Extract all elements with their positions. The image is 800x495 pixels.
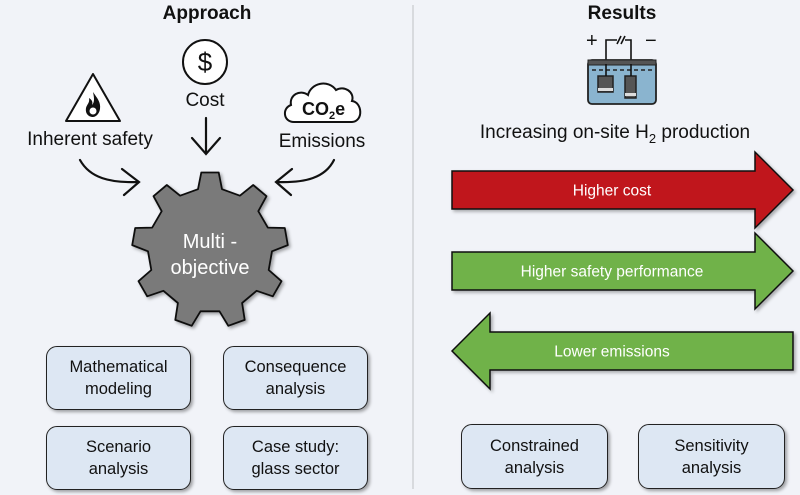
arrow-label: Lower emissions xyxy=(554,344,670,361)
objective-label-inherent-safety: Inherent safety xyxy=(27,129,153,150)
heading-sub: 2 xyxy=(648,130,657,146)
gear-label-line2: objective xyxy=(171,257,250,279)
objective-label-cost: Cost xyxy=(185,90,225,111)
results-title: Results xyxy=(587,3,657,24)
method-line2: glass sector xyxy=(251,460,340,478)
arrow-safety-curve xyxy=(78,158,140,184)
method-line2: analysis xyxy=(265,380,326,398)
plus-sign: + xyxy=(586,30,598,52)
heading-prefix: Increasing on-site H xyxy=(479,122,649,143)
arrows-to-gear xyxy=(78,116,336,197)
electrolyzer-icon: + − xyxy=(586,30,657,105)
flame-warning-triangle-icon xyxy=(65,73,121,122)
arrow-lower-emissions xyxy=(450,311,794,391)
svg-text:$: $ xyxy=(198,47,213,77)
gear-label-line1: Multi - xyxy=(183,231,237,253)
results-heading: Increasing on-site H2 production xyxy=(440,122,790,146)
arrow-emissions-curve xyxy=(275,158,336,184)
analysis-box-sensitivity: Sensitivity analysis xyxy=(638,424,785,489)
analysis-line2: analysis xyxy=(504,458,565,477)
method-line1: Scenario xyxy=(85,438,152,456)
heading-suffix: production xyxy=(656,122,751,143)
analysis-line2: analysis xyxy=(681,458,742,477)
arrow-label: Higher safety performance xyxy=(521,264,704,281)
method-box-scenario-analysis: Scenario analysis xyxy=(46,426,191,490)
method-line1: Consequence xyxy=(244,358,347,376)
arrow-higher-safety-performance xyxy=(451,231,795,311)
dollar-circle-icon: $ xyxy=(182,39,228,85)
analysis-box-constrained: Constrained analysis xyxy=(461,424,608,489)
method-box-mathematical-modeling: Mathematical modeling xyxy=(46,346,191,410)
method-line1: Case study: xyxy=(251,438,340,456)
method-line2: analysis xyxy=(88,460,149,478)
arrow-label: Higher cost xyxy=(573,183,652,200)
approach-title: Approach xyxy=(162,3,252,24)
multi-objective-gear: Multi - objective xyxy=(131,171,289,327)
method-line1: Mathematical xyxy=(69,358,168,376)
co2e-text: CO2e xyxy=(302,99,345,122)
arrow-higher-cost xyxy=(451,150,795,230)
method-line2: modeling xyxy=(85,380,152,398)
co2e-cloud-icon: CO2e xyxy=(284,82,362,123)
objective-label-emissions: Emissions xyxy=(278,131,366,152)
analysis-line1: Sensitivity xyxy=(674,436,749,455)
method-box-case-study: Case study: glass sector xyxy=(223,426,368,490)
method-box-consequence-analysis: Consequence analysis xyxy=(223,346,368,410)
minus-sign: − xyxy=(645,30,657,52)
section-divider xyxy=(412,5,414,489)
analysis-line1: Constrained xyxy=(490,436,579,455)
